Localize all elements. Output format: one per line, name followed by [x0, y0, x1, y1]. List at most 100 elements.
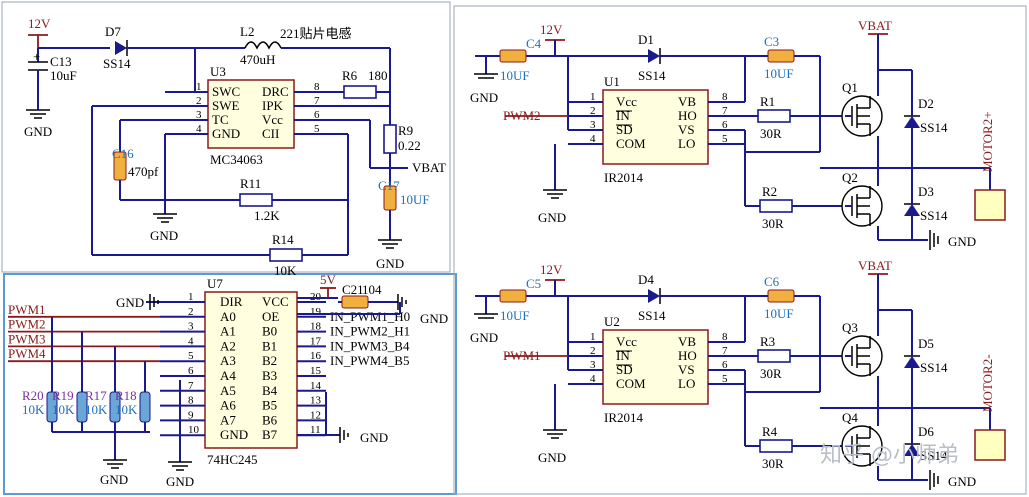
u1-pin-name-6: VS — [678, 122, 695, 137]
c21-ref: C21 — [342, 282, 364, 297]
u2-ref: U2 — [604, 314, 620, 329]
vbat-label-hb2: VBAT — [858, 258, 892, 273]
u2-pin-name-6: VS — [678, 362, 695, 377]
u7-pin-name-7: A5 — [220, 383, 236, 398]
d6-diode-symbol — [904, 444, 920, 456]
u1-pin-num-7: 7 — [722, 105, 728, 117]
u7-pin-name-13: B5 — [262, 398, 277, 413]
u7-pin-num-5: 5 — [188, 350, 194, 362]
u2-pin-name-4: COM — [616, 376, 646, 391]
gnd-label-c13: GND — [24, 124, 52, 139]
u7-pin-name-17: B1 — [262, 338, 277, 353]
r3-ref: R3 — [760, 334, 775, 349]
u7-ref: U7 — [207, 276, 223, 291]
d1-ref: D1 — [638, 32, 654, 47]
u1-pin-name-8: VB — [678, 94, 696, 109]
u7-pin-num-8: 8 — [188, 395, 194, 407]
d5-ref: D5 — [918, 336, 934, 351]
u7-pin-name-15: B3 — [262, 368, 277, 383]
d7-value: SS14 — [103, 56, 131, 71]
gnd-label-b: GND — [360, 430, 388, 445]
u3-pin-num-1: 1 — [196, 81, 202, 93]
gnd-label-c4: GND — [470, 90, 498, 105]
net-in-u2-label: PWM1 — [503, 348, 541, 363]
u7-pin-num-3: 3 — [188, 321, 194, 333]
d4-diode-symbol — [648, 289, 660, 303]
u2-pin-num-4: 4 — [590, 373, 596, 385]
gnd-label-c21: GND — [420, 311, 448, 326]
u7-pin-num-15: 15 — [310, 365, 322, 377]
c5-ref: C5 — [526, 276, 541, 291]
c17-ref: C17 — [378, 178, 400, 193]
u1-pin-num-6: 6 — [722, 119, 728, 131]
boost-converter: 12V C13 10uF + GND D7 SS14 L2 221贴片电感 47… — [24, 16, 446, 278]
c21-value: 104 — [362, 282, 382, 297]
u3-pin-name-4: GND — [212, 126, 240, 141]
u1-pin-num-2: 2 — [590, 105, 596, 117]
r20-ref: R20 — [22, 388, 44, 403]
u2-pin-name-5: LO — [678, 376, 695, 391]
r4-ref: R4 — [762, 424, 778, 439]
u2-part: IR2014 — [604, 410, 644, 425]
u7-pin-name-10: GND — [220, 427, 248, 442]
d2-value: SS14 — [920, 120, 948, 135]
gnd-label-hb1: GND — [948, 234, 976, 249]
u7-pin-name-11: B7 — [262, 427, 278, 442]
u7-pin-name-16: B2 — [262, 353, 277, 368]
net-out-4-label: IN_PWM4_B5 — [330, 353, 409, 368]
vbat-label-boost: VBAT — [412, 160, 446, 175]
r1-resistor — [757, 109, 791, 123]
panel-buffer — [3, 273, 457, 495]
net-out-2-label: IN_PWM2_H1 — [330, 324, 410, 339]
c13-plus-sign: + — [33, 49, 40, 64]
u7-pin-name-9: A7 — [220, 412, 236, 427]
u7-pin-name-14: B4 — [262, 383, 278, 398]
u1-pin-name-5: LO — [678, 136, 695, 151]
r9-resistor — [383, 124, 397, 154]
u1-chip-body — [602, 89, 709, 165]
l2-value: 470uH — [240, 52, 275, 67]
r1-value: 30R — [760, 126, 782, 141]
d5-diode-symbol — [904, 356, 920, 368]
u2-pin-name-3: SD — [616, 362, 633, 377]
u3-pin-num-3: 3 — [196, 109, 202, 121]
r9-ref: R9 — [398, 123, 413, 138]
gnd-label-c5: GND — [470, 330, 498, 345]
u1-pin-name-7: HO — [678, 108, 697, 123]
c5-capacitor — [499, 289, 527, 303]
c6-ref: C6 — [764, 274, 780, 289]
u7-pin-num-1: 1 — [188, 291, 194, 303]
c5-value: 10UF — [500, 308, 530, 323]
u3-pin-name-2: SWE — [212, 98, 240, 113]
net-in-u1-label: PWM2 — [503, 108, 541, 123]
u7-pin-num-4: 4 — [188, 335, 194, 347]
r11-ref: R11 — [240, 176, 261, 191]
net-pwm1-label: PWM1 — [8, 302, 46, 317]
u7-pin-num-14: 14 — [310, 380, 322, 392]
u2-pin-num-8: 8 — [722, 331, 728, 343]
c13-value: 10uF — [50, 68, 77, 83]
motor-connector-2 — [974, 429, 1006, 461]
gnd-label-u3: GND — [150, 228, 178, 243]
u7-pin-num-17: 17 — [310, 335, 322, 347]
u1-pin-num-4: 4 — [590, 133, 596, 145]
q4-ref: Q4 — [842, 410, 858, 425]
c4-ref: C4 — [526, 36, 542, 51]
r9-value: 0.22 — [398, 138, 421, 153]
l2-ref: L2 — [240, 24, 254, 39]
net-out-3-label: IN_PWM3_B4 — [330, 338, 410, 353]
u3-pin-num-7: 7 — [314, 95, 320, 107]
r20-value: 10K — [22, 402, 45, 417]
q2-ref: Q2 — [842, 170, 858, 185]
watermark-text: 知乎 @小师弟 — [820, 443, 959, 468]
c6-capacitor — [767, 289, 795, 303]
u1-pin-num-5: 5 — [722, 133, 728, 145]
d1-value: SS14 — [638, 68, 666, 83]
motor-label-2: MOTOR2- — [980, 354, 995, 412]
r19-value: 10K — [52, 402, 75, 417]
u1-ref: U1 — [604, 74, 620, 89]
gnd-label-dir: GND — [116, 295, 144, 310]
c3-ref: C3 — [764, 34, 779, 49]
